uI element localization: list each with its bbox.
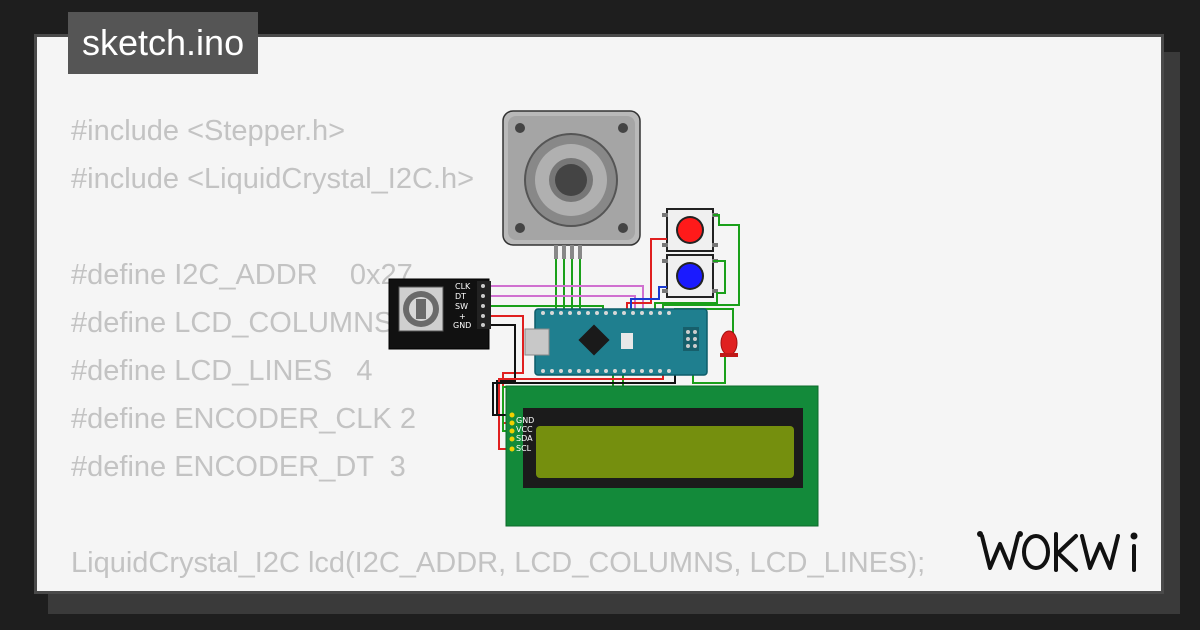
red-led <box>720 330 738 357</box>
encoder-pin-label: GND <box>453 321 471 330</box>
code-preview: #include <Stepper.h> #include <LiquidCry… <box>71 107 925 587</box>
stepper-motor <box>502 110 641 259</box>
encoder-pin-label: DT <box>455 292 466 301</box>
sketch-card: #include <Stepper.h> #include <LiquidCry… <box>34 34 1164 594</box>
arduino-nano <box>524 308 708 376</box>
lcd-pin-label: GND <box>516 416 534 425</box>
red-button[interactable] <box>662 208 718 252</box>
blue-button[interactable] <box>662 254 718 298</box>
lcd-pin-label: SCL <box>516 444 532 453</box>
code-line: #include <Stepper.h> <box>71 115 346 147</box>
lcd-pin-label: VCC <box>516 425 533 434</box>
wokwi-logo <box>977 531 1138 572</box>
circuit-diagram: CLK DT SW + GND <box>388 110 819 527</box>
code-line: #define ENCODER_CLK 2 <box>71 403 416 435</box>
encoder-pin-label: + <box>459 312 466 321</box>
rotary-encoder: CLK DT SW + GND <box>388 278 491 350</box>
code-line: #define I2C_ADDR 0x27 <box>71 259 413 291</box>
encoder-pin-label: CLK <box>455 282 471 291</box>
encoder-pin-label: SW <box>455 302 468 311</box>
code-line: #define LCD_LINES 4 <box>71 355 373 387</box>
file-name-tab: sketch.ino <box>68 12 259 74</box>
lcd-pin-label: SDA <box>516 434 533 443</box>
lcd-display: GND VCC SDA SCL <box>505 385 819 527</box>
code-line: #include <LiquidCrystal_I2C.h> <box>71 163 475 195</box>
code-line: LiquidCrystal_I2C lcd(I2C_ADDR, LCD_COLU… <box>71 547 926 579</box>
code-line: #define ENCODER_DT 3 <box>71 451 406 483</box>
